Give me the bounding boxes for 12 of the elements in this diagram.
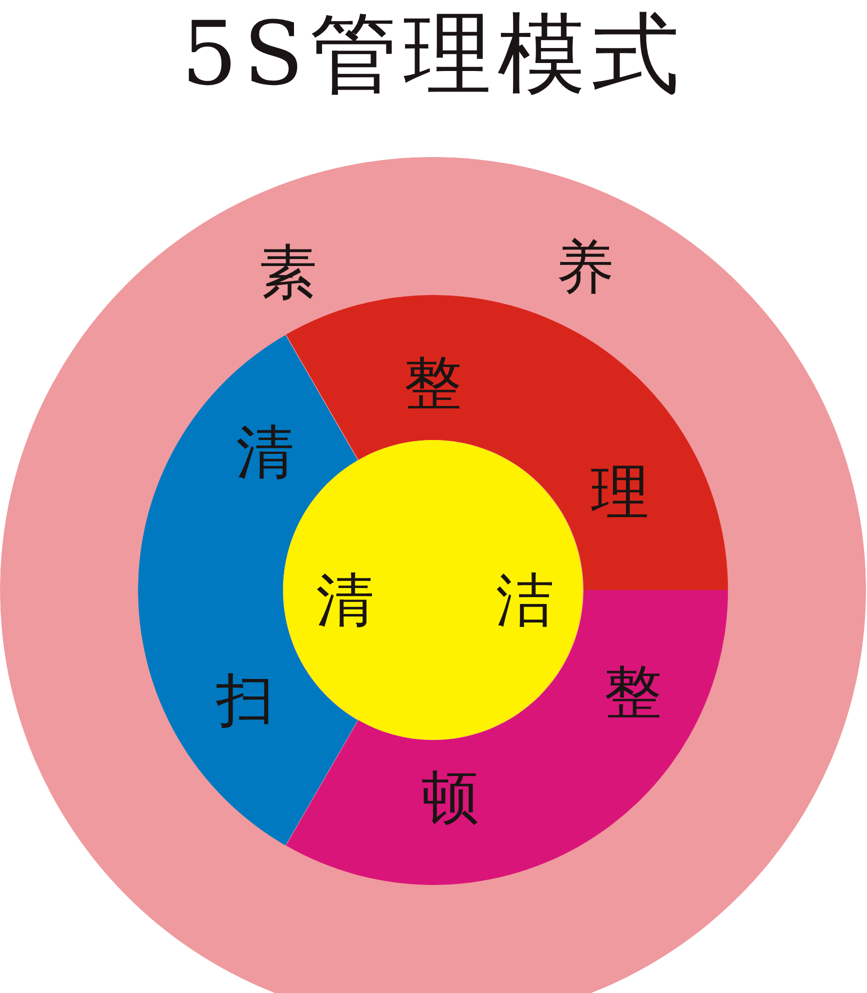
outer-ring: [0, 157, 866, 993]
segment-label: 顿: [421, 768, 479, 826]
segment-label: 整: [404, 354, 462, 412]
center-label: 洁: [496, 571, 554, 629]
ring-label: 素: [259, 243, 317, 301]
center-label: 清: [316, 571, 374, 629]
title: 5S管理模式: [181, 2, 686, 105]
segment-label: 清: [236, 422, 294, 481]
segment-label: 理: [591, 463, 649, 521]
segment-label: 整: [604, 663, 662, 721]
segment-label: 扫: [216, 670, 274, 729]
ring-label: 养: [556, 238, 614, 296]
